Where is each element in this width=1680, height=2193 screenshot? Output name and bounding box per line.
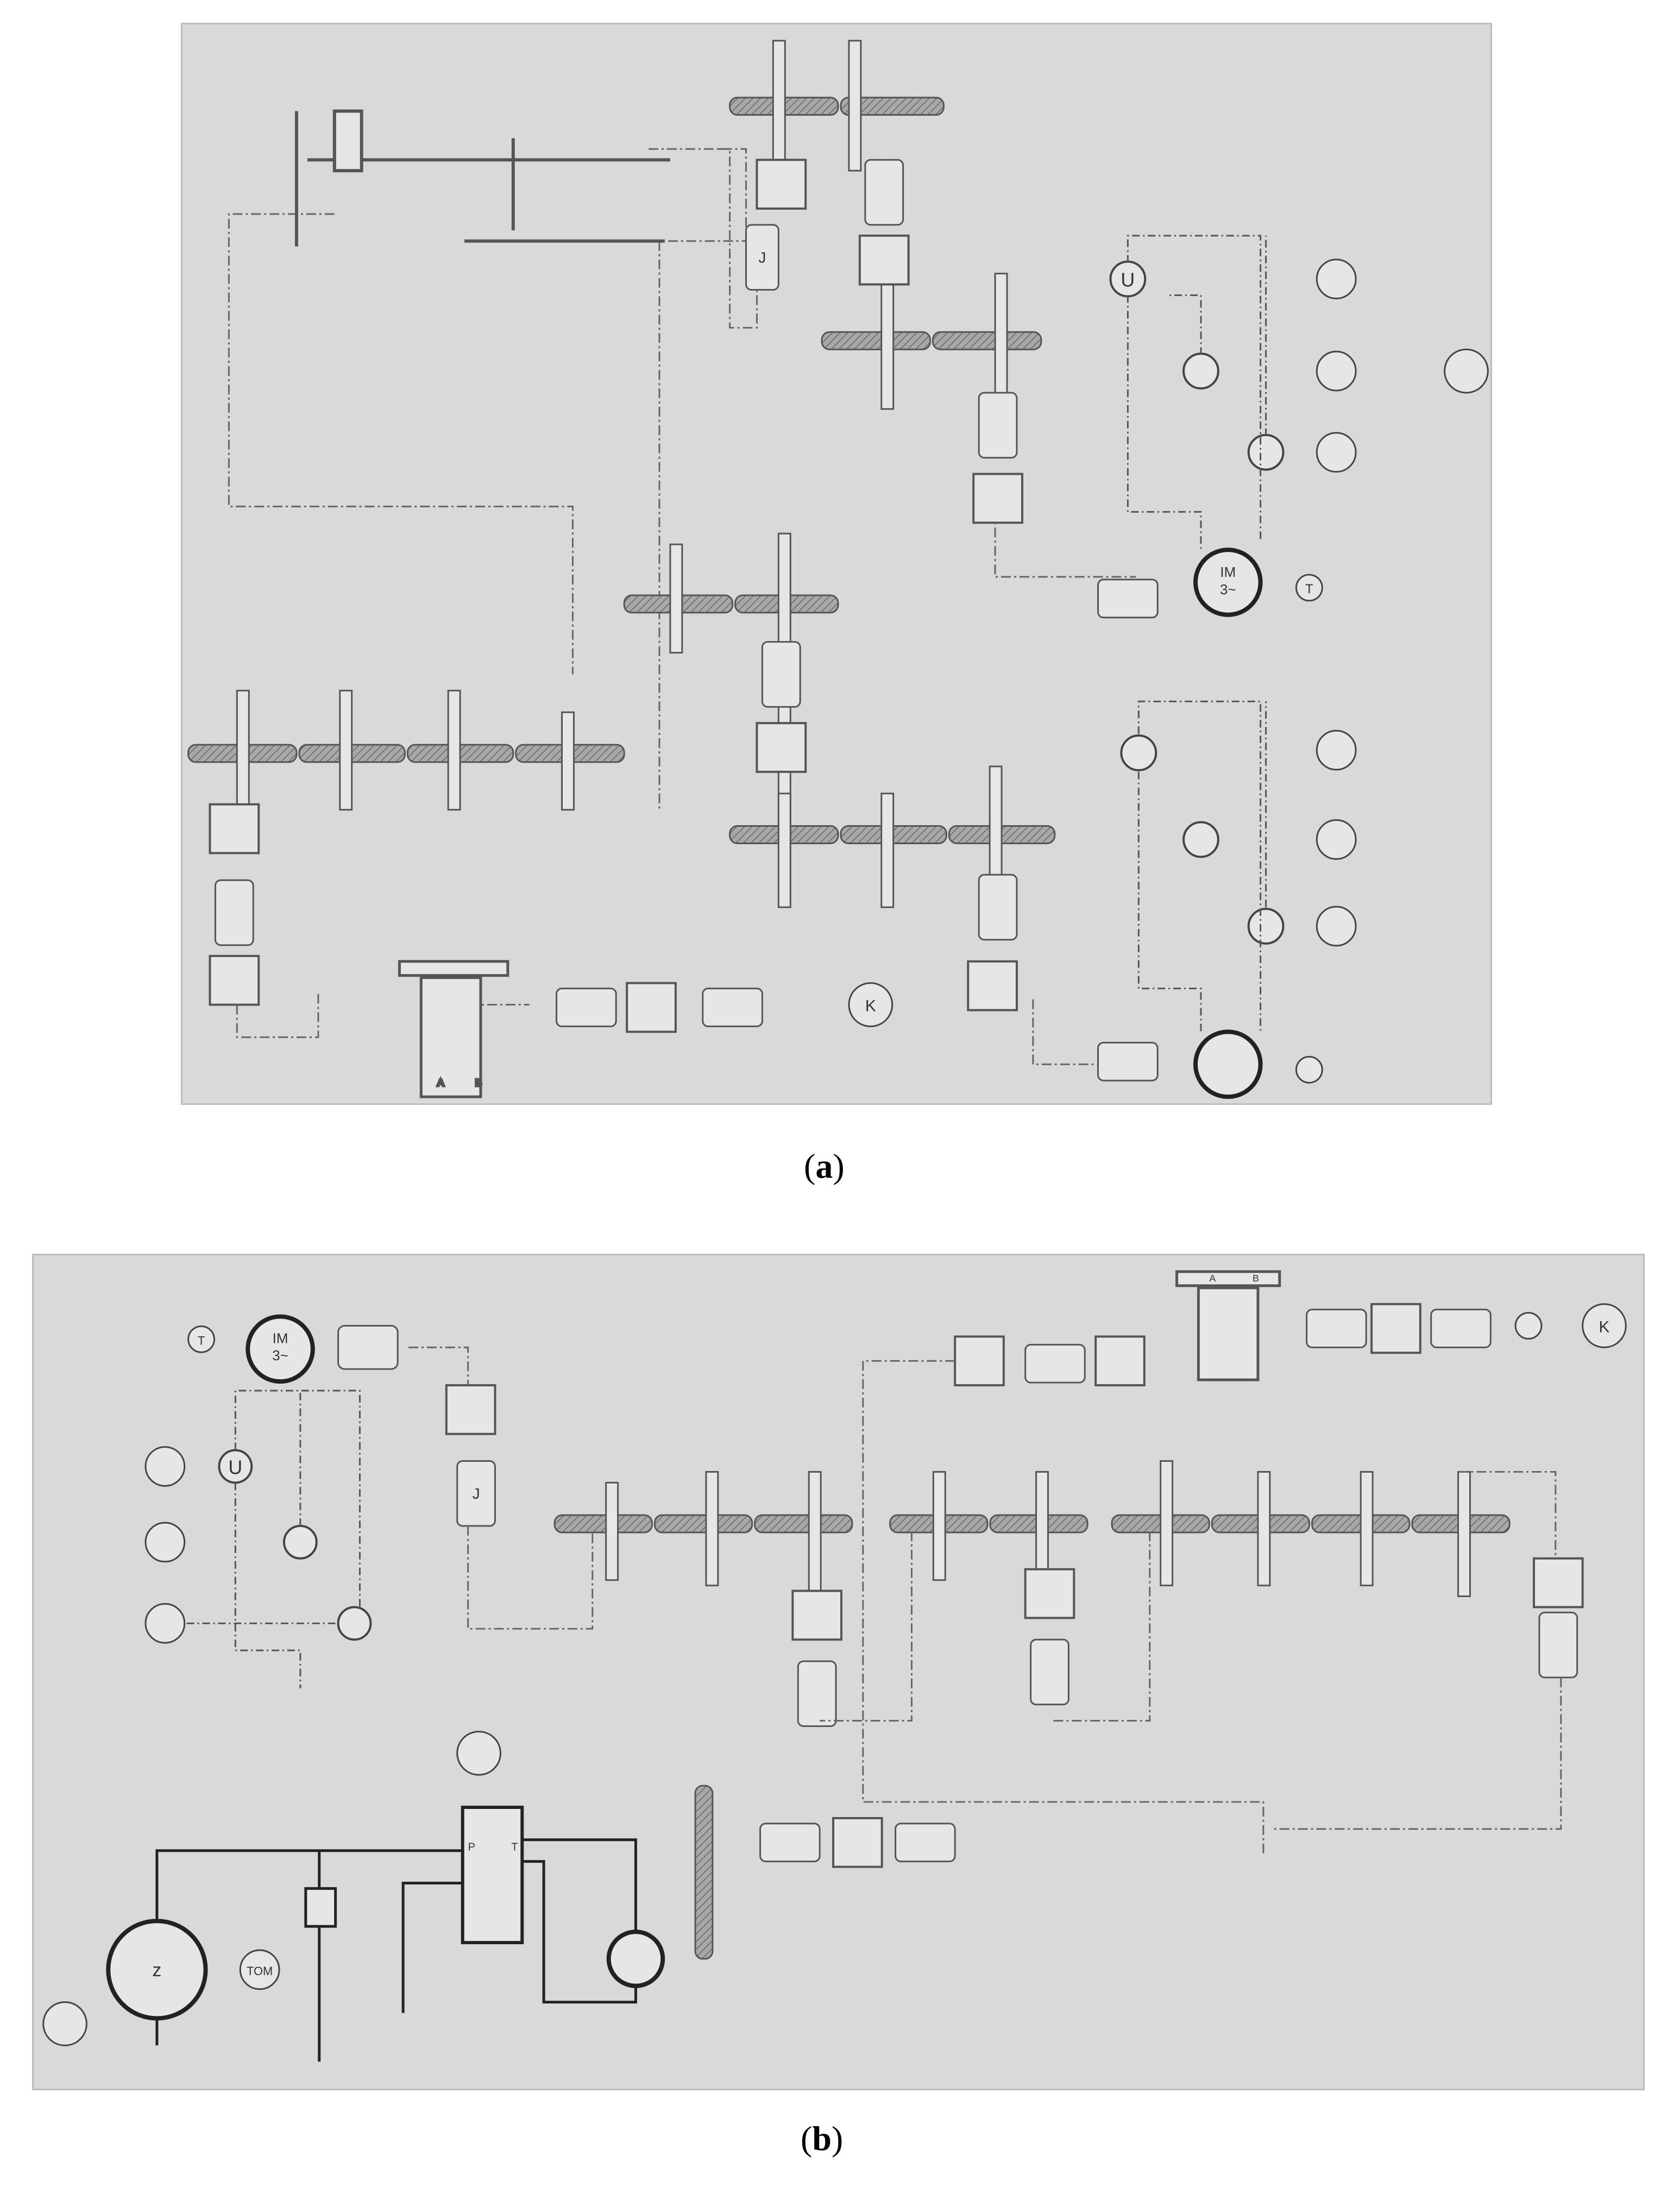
panel-a-diagram: J A B U (181, 23, 1492, 1105)
caption-b: (b) (801, 2119, 844, 2158)
brake-assembly: A B (398, 960, 509, 1098)
gear-set-top (187, 97, 1056, 844)
motor-label-b1: IM (273, 1331, 288, 1346)
motor-group-2: K (848, 700, 1357, 1099)
inertia-components: J (214, 159, 1159, 1082)
inertia-label: J (758, 249, 766, 266)
panel-a-schematic: J A B U (187, 40, 1489, 1099)
port-b-label: B (475, 1077, 482, 1088)
signal-lines-b (408, 1346, 1562, 1856)
port-a-label-b: A (1209, 1273, 1216, 1284)
stiffness-label: K (865, 997, 876, 1015)
motor-label-b2: 3~ (272, 1348, 288, 1363)
clutch-assembly (295, 109, 670, 247)
inertia-components-b: J K A B (445, 1270, 1627, 1868)
torque-label: T (1305, 582, 1313, 596)
inertia-label-b: J (473, 1485, 480, 1502)
voltage-source-label: U (1121, 269, 1135, 291)
caption-a-letter: a (815, 1147, 833, 1185)
panel-b-schematic: IM 3~ T U (42, 1270, 1627, 2062)
stiffness-label-b: K (1599, 1318, 1610, 1336)
voltage-source-label-b: U (228, 1456, 242, 1478)
motor-label-2: 3~ (1220, 582, 1236, 598)
motor-group-1: U IM 3~ T (1109, 235, 1489, 617)
shafts-b (605, 1460, 1471, 1613)
torque-label-b: T (198, 1334, 205, 1347)
caption-b-letter: b (812, 2119, 832, 2158)
port-a-label: A (437, 1077, 444, 1088)
pump-label: z (152, 1960, 161, 1981)
port-t-label: T (511, 1842, 518, 1853)
motor-label-1: IM (1220, 565, 1236, 580)
port-b-label-b: B (1253, 1273, 1259, 1284)
motor-group-b: IM 3~ T U (144, 1314, 399, 1688)
spring-couplings (209, 159, 1023, 1033)
torque-meter-label: TOM (247, 1964, 273, 1978)
port-p-label: P (468, 1842, 475, 1853)
panel-b-diagram: IM 3~ T U (32, 1254, 1645, 2090)
hydraulic-circuit: z TOM P T (42, 1731, 665, 2062)
caption-a: (a) (804, 1147, 845, 1185)
